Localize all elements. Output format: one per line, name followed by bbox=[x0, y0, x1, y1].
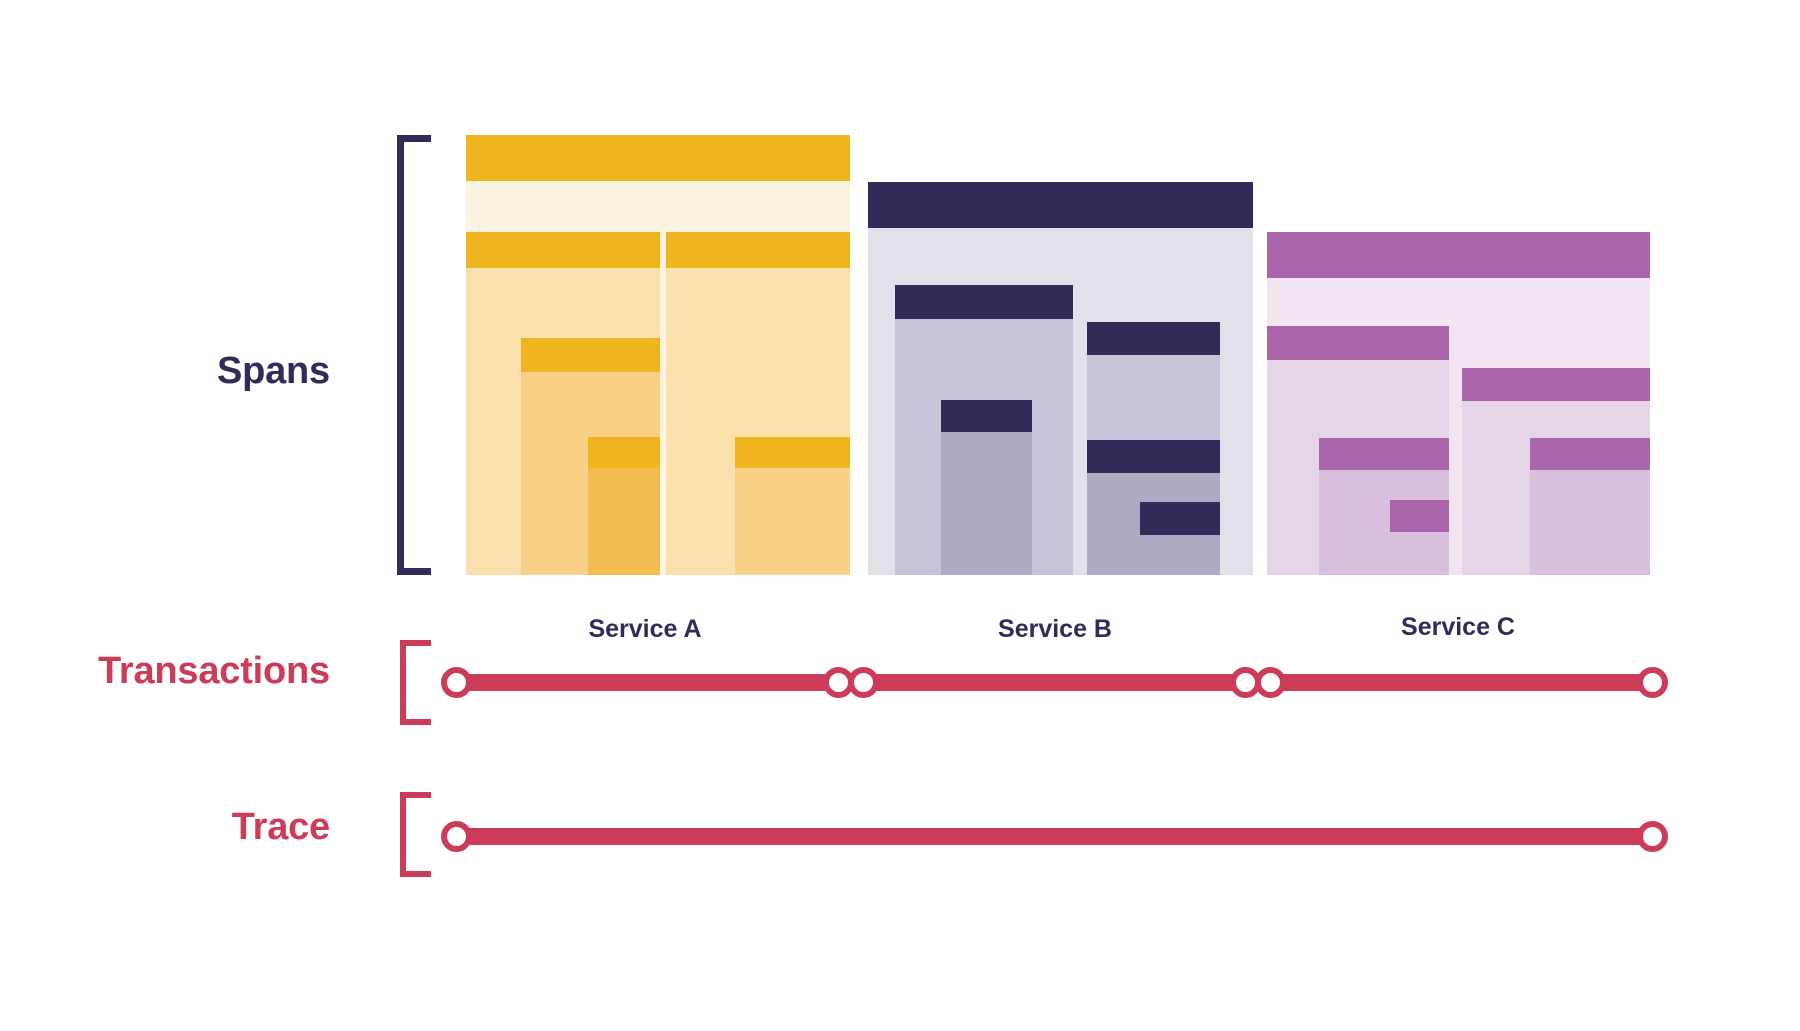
span-bar-head bbox=[1267, 326, 1449, 360]
span-bar[interactable] bbox=[735, 437, 850, 575]
transaction-start-node[interactable] bbox=[848, 667, 879, 698]
span-bar[interactable] bbox=[588, 437, 660, 575]
span-bar-head bbox=[735, 437, 850, 468]
transactions-row-label: Transactions bbox=[97, 650, 330, 692]
span-bar-head bbox=[868, 182, 1253, 228]
span-bar-head bbox=[1267, 232, 1650, 278]
span-bar-head bbox=[1462, 368, 1650, 401]
service-caption-3: Service C bbox=[1401, 613, 1515, 641]
spans-chart bbox=[466, 135, 1650, 575]
span-bar[interactable] bbox=[1530, 438, 1650, 575]
span-bar-head bbox=[1530, 438, 1650, 470]
span-bar-head bbox=[1390, 500, 1449, 532]
span-bar-head bbox=[466, 135, 850, 181]
transaction-line[interactable] bbox=[863, 674, 1245, 691]
transaction-line[interactable] bbox=[456, 674, 838, 691]
span-bar-head bbox=[588, 437, 660, 468]
trace-end-node[interactable] bbox=[1637, 821, 1668, 852]
service-caption-2: Service B bbox=[998, 615, 1112, 643]
transaction-start-node[interactable] bbox=[441, 667, 472, 698]
span-bar-head bbox=[941, 400, 1032, 432]
service-caption-1: Service A bbox=[588, 615, 702, 643]
span-bar[interactable] bbox=[1140, 502, 1220, 575]
spans-bracket bbox=[397, 135, 431, 575]
span-bar[interactable] bbox=[941, 400, 1032, 575]
trace-line[interactable] bbox=[456, 828, 1652, 845]
span-bar-head bbox=[666, 232, 850, 268]
span-bar-head bbox=[1087, 322, 1220, 355]
trace-row-label: Trace bbox=[231, 806, 331, 848]
span-bar[interactable] bbox=[1390, 500, 1449, 575]
span-bar-head bbox=[1140, 502, 1220, 535]
spans-row-label: Spans bbox=[216, 350, 330, 392]
trace-start-node[interactable] bbox=[441, 821, 472, 852]
span-bar-head bbox=[1087, 440, 1220, 473]
transactions-bracket bbox=[400, 640, 431, 725]
span-bar-head bbox=[466, 232, 660, 268]
transaction-start-node[interactable] bbox=[1255, 667, 1286, 698]
span-bar-head bbox=[1319, 438, 1449, 470]
span-bar-head bbox=[521, 338, 660, 372]
span-bar-head bbox=[895, 285, 1073, 319]
trace-bracket bbox=[400, 792, 431, 877]
transaction-end-node[interactable] bbox=[1637, 667, 1668, 698]
transaction-line[interactable] bbox=[1270, 674, 1652, 691]
